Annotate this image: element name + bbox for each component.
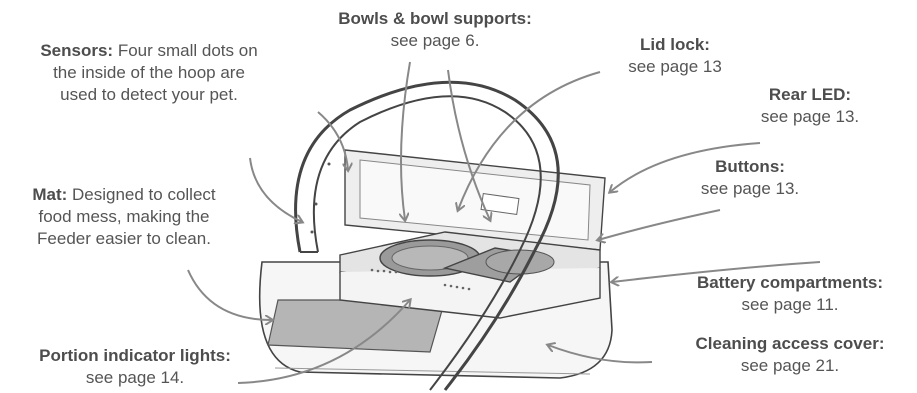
rear-led-title: Rear LED:: [769, 85, 851, 104]
battery-title: Battery compartments:: [697, 273, 883, 292]
battery-label: Battery compartments: see page 11.: [665, 272, 915, 316]
bowls-ref: see page 6.: [391, 31, 480, 50]
bowls-label: Bowls & bowl supports: see page 6.: [300, 8, 570, 52]
buttons-ref: see page 13.: [701, 179, 799, 198]
lid-lock-ref: see page 13: [628, 57, 722, 76]
cleaning-label: Cleaning access cover: see page 21.: [670, 333, 910, 377]
cleaning-ref: see page 21.: [741, 356, 839, 375]
battery-ref: see page 11.: [741, 295, 838, 314]
mat-text-3: Feeder easier to clean.: [37, 229, 211, 248]
cleaning-title: Cleaning access cover:: [696, 334, 885, 353]
mat-label: Mat: Designed to collect food mess, maki…: [0, 184, 248, 250]
sensors-text-2: the inside of the hoop are: [53, 63, 245, 82]
mat-title: Mat:: [32, 185, 67, 204]
portion-title: Portion indicator lights:: [39, 346, 231, 365]
portion-ref: see page 14.: [86, 368, 184, 387]
sensors-text-3: used to detect your pet.: [60, 85, 238, 104]
portion-label: Portion indicator lights: see page 14.: [0, 345, 270, 389]
buttons-title: Buttons:: [715, 157, 785, 176]
buttons-label: Buttons: see page 13.: [675, 156, 825, 200]
lid-lock-label: Lid lock: see page 13: [595, 34, 755, 78]
mat-text-1: Designed to collect: [67, 185, 215, 204]
mat-text-2: food mess, making the: [38, 207, 209, 226]
sensors-text-1: Four small dots on: [113, 41, 258, 60]
bowls-title: Bowls & bowl supports:: [338, 9, 532, 28]
lid-lock-title: Lid lock:: [640, 35, 710, 54]
rear-led-label: Rear LED: see page 13.: [735, 84, 885, 128]
sensors-title: Sensors:: [40, 41, 113, 60]
sensors-label: Sensors: Four small dots on the inside o…: [14, 40, 284, 106]
rear-led-ref: see page 13.: [761, 107, 859, 126]
